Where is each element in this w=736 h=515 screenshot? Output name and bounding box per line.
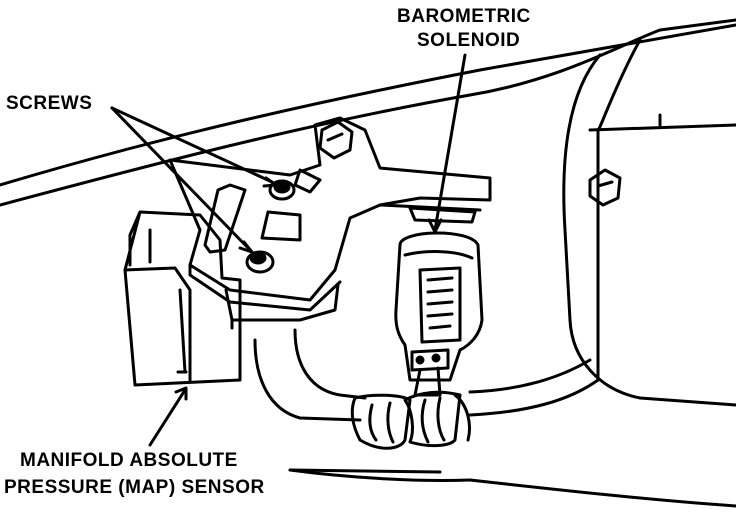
barometric-solenoid bbox=[394, 231, 484, 397]
screw-top bbox=[268, 179, 296, 201]
body-bolt bbox=[588, 168, 622, 207]
barometric-label-line2: SOLENOID bbox=[417, 30, 521, 51]
body-panel bbox=[0, 18, 736, 508]
map-label-line1: MANIFOLD ABSOLUTE bbox=[20, 450, 238, 471]
map-label-line2: PRESSURE (MAP) SENSOR bbox=[4, 477, 265, 498]
screw-bottom bbox=[245, 250, 275, 274]
leader-barometric bbox=[427, 53, 467, 234]
leader-map bbox=[148, 386, 442, 474]
bracket-bolt bbox=[318, 120, 354, 160]
leader-screws bbox=[110, 106, 278, 254]
map-sensor bbox=[123, 210, 340, 387]
vacuum-hose bbox=[253, 328, 600, 450]
barometric-label-line1: BAROMETRIC bbox=[397, 6, 531, 27]
screws-label: SCREWS bbox=[6, 93, 93, 114]
mounting-bracket bbox=[168, 116, 492, 312]
